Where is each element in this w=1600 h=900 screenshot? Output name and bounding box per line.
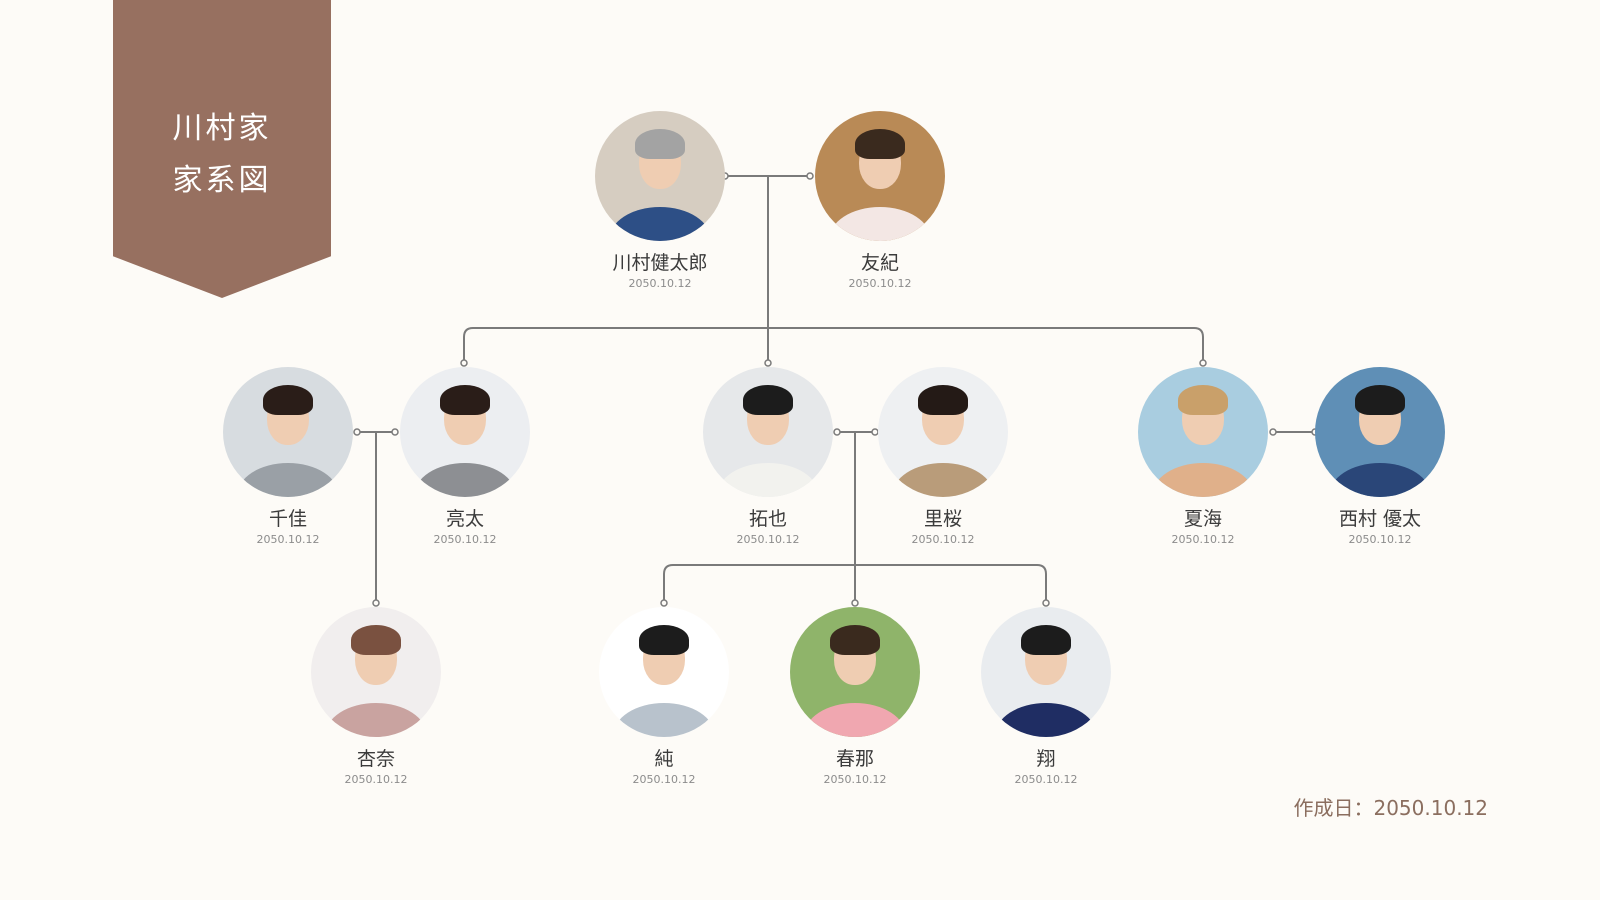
person-name: 春那: [835, 748, 874, 770]
portrait-photo-icon: [311, 607, 441, 737]
portrait-photo-icon: [1138, 367, 1268, 497]
person-date: 2050.10.12: [1014, 773, 1078, 786]
person-date: 2050.10.12: [1348, 533, 1412, 546]
created-date: 作成日：2050.10.12: [1293, 796, 1488, 820]
person-name: 友紀: [860, 252, 899, 274]
person-card: 亮太 2050.10.12: [375, 367, 555, 547]
portrait-photo-icon: [599, 607, 729, 737]
portrait-photo-icon: [400, 367, 530, 497]
banner-title-line1: 川村家: [172, 111, 272, 146]
family-name-banner: 川村家 家系図: [113, 0, 331, 298]
portrait-photo-icon: [878, 367, 1008, 497]
portrait-photo-icon: [223, 367, 353, 497]
person-card: 里桜 2050.10.12: [853, 367, 1033, 547]
person-name: 西村 優太: [1338, 508, 1422, 530]
person-name: 里桜: [923, 508, 962, 530]
person-name: 翔: [1036, 748, 1056, 770]
person-date: 2050.10.12: [628, 277, 692, 290]
person-card: 千佳 2050.10.12: [198, 367, 378, 547]
person-card: 拓也 2050.10.12: [678, 367, 858, 547]
person-name: 拓也: [748, 508, 787, 530]
person-name: 杏奈: [356, 748, 395, 770]
person-card: 友紀 2050.10.12: [790, 111, 970, 291]
person-card: 純 2050.10.12: [574, 607, 754, 787]
portrait-photo-icon: [703, 367, 833, 497]
portrait-photo-icon: [815, 111, 945, 241]
portrait-photo-icon: [595, 111, 725, 241]
banner-title-line2: 家系図: [172, 163, 272, 198]
person-card: 夏海 2050.10.12: [1113, 367, 1293, 547]
person-name: 亮太: [445, 508, 484, 530]
person-date: 2050.10.12: [1171, 533, 1235, 546]
person-card: 春那 2050.10.12: [765, 607, 945, 787]
person-name: 夏海: [1183, 508, 1222, 530]
person-card: 西村 優太 2050.10.12: [1290, 367, 1470, 547]
person-date: 2050.10.12: [256, 533, 320, 546]
person-name: 川村健太郎: [612, 252, 708, 274]
person-name: 千佳: [268, 508, 307, 530]
person-date: 2050.10.12: [632, 773, 696, 786]
portrait-photo-icon: [981, 607, 1111, 737]
person-date: 2050.10.12: [911, 533, 975, 546]
person-name: 純: [654, 748, 674, 770]
person-card: 翔 2050.10.12: [956, 607, 1136, 787]
person-date: 2050.10.12: [433, 533, 497, 546]
person-card: 杏奈 2050.10.12: [286, 607, 466, 787]
person-date: 2050.10.12: [344, 773, 408, 786]
person-date: 2050.10.12: [736, 533, 800, 546]
connector-children-bar: [463, 327, 1204, 362]
portrait-photo-icon: [790, 607, 920, 737]
person-date: 2050.10.12: [848, 277, 912, 290]
person-card: 川村健太郎 2050.10.12: [570, 111, 750, 291]
connector-grandchildren-bar: [663, 564, 1047, 603]
portrait-photo-icon: [1315, 367, 1445, 497]
person-date: 2050.10.12: [823, 773, 887, 786]
